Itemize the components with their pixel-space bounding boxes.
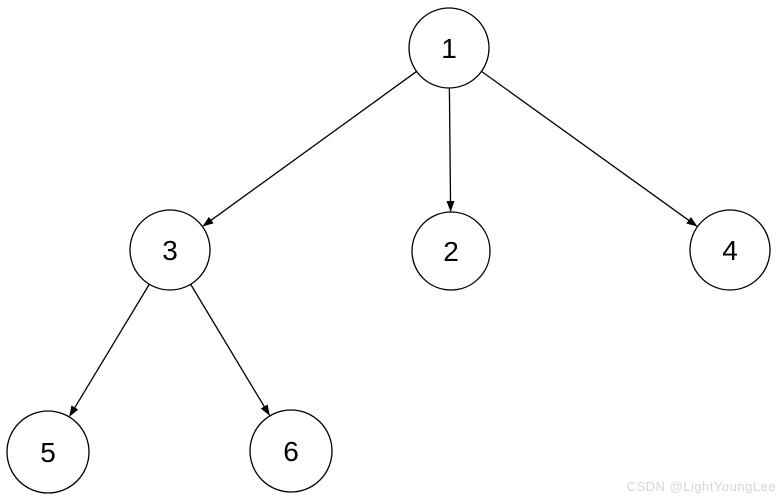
node-label: 1 <box>441 33 457 64</box>
watermark: CSDN @LightYoungLee <box>626 479 776 494</box>
node-circle <box>689 209 771 291</box>
edge-1-to-2 <box>446 87 455 212</box>
edge-1-to-3 <box>202 70 417 227</box>
edges-layer <box>69 70 698 417</box>
node-circle <box>6 410 90 494</box>
edge-3-to-5 <box>69 283 150 417</box>
nodes-layer: 1 3 2 4 5 6 <box>6 7 771 494</box>
node-circle <box>129 209 211 291</box>
tree-node-5: 5 <box>6 410 90 494</box>
node-label: 2 <box>443 236 459 267</box>
node-label: 3 <box>162 235 178 266</box>
tree-node-2: 2 <box>411 211 491 291</box>
node-label: 4 <box>722 235 738 266</box>
tree-node-6: 6 <box>249 409 333 493</box>
node-circle <box>408 7 490 89</box>
tree-node-1: 1 <box>408 7 490 89</box>
node-label: 6 <box>283 436 299 467</box>
tree-node-3: 3 <box>129 209 211 291</box>
edge-3-to-6 <box>190 283 270 416</box>
node-circle <box>411 211 491 291</box>
edge-1-to-4 <box>481 70 698 227</box>
node-circle <box>249 409 333 493</box>
node-label: 5 <box>40 437 56 468</box>
tree-node-4: 4 <box>689 209 771 291</box>
